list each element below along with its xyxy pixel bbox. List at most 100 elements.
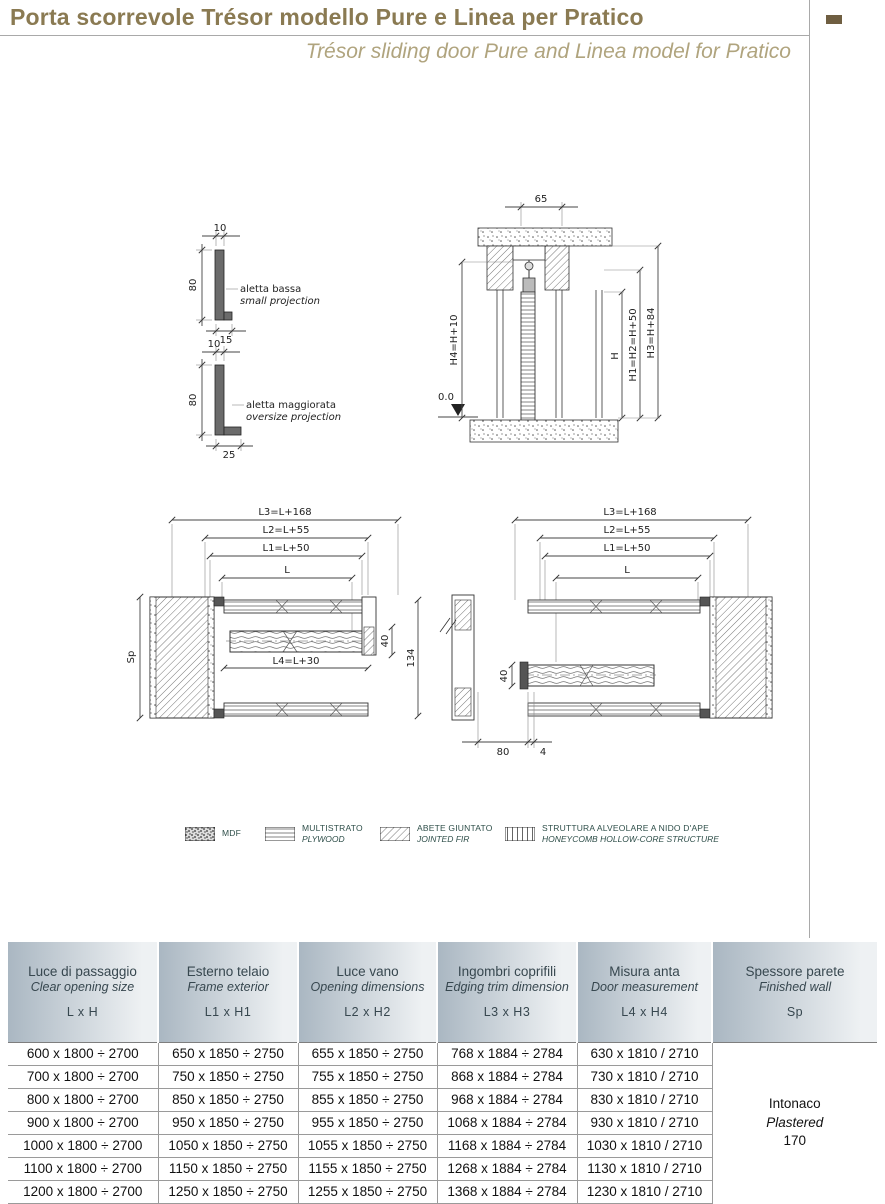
table-cell: 1268 x 1884 ÷ 2784 [436, 1157, 577, 1181]
table-cell: 650 x 1850 ÷ 2750 [157, 1041, 298, 1066]
table-header: Luce di passaggio Clear opening size L x… [8, 942, 877, 1042]
table-cell: 1230 x 1810 / 2710 [576, 1180, 712, 1204]
table-cell: 950 x 1850 ÷ 2750 [157, 1111, 298, 1135]
col-header-edging-trim: Ingombri coprifili Edging trim dimension… [436, 942, 577, 1042]
table-cell: 1250 x 1850 ÷ 2750 [157, 1180, 298, 1204]
legend-label-en: PLYWOOD [302, 834, 345, 844]
table-cell: 900 x 1800 ÷ 2700 [8, 1111, 158, 1135]
dim-label: L [284, 565, 290, 576]
col-title-en: Opening dimensions [310, 980, 425, 995]
table-cell: 855 x 1850 ÷ 2750 [297, 1088, 437, 1112]
table-cell: 1155 x 1850 ÷ 2750 [297, 1157, 437, 1181]
table-cell: 1030 x 1810 / 2710 [576, 1134, 712, 1158]
materials-legend: MDF MULTISTRATO PLYWOOD ABETE GIUNTATO J… [0, 818, 810, 854]
col-code: L x H [66, 1005, 99, 1020]
table-cell: 1200 x 1800 ÷ 2700 [8, 1180, 158, 1204]
legend-label-it: ABETE GIUNTATO [417, 822, 493, 833]
fir-swatch-icon [380, 827, 410, 841]
col-title-en: Door measurement [591, 980, 698, 995]
page-subtitle: Trésor sliding door Pure and Linea model… [305, 40, 791, 63]
col-header-frame-exterior: Esterno telaio Frame exterior L1 x H1 [157, 942, 298, 1042]
col-title-en: Finished wall [758, 980, 832, 995]
legend-item-honeycomb: STRUTTURA ALVEOLARE A NIDO D'APE HONEYCO… [505, 818, 719, 850]
level-marker-icon [451, 404, 465, 416]
vertical-rule [809, 0, 810, 938]
dim-label: L4=L+30 [273, 656, 320, 667]
dim-label: 10 [214, 223, 227, 234]
dim-label: 80 [497, 747, 510, 758]
dim-label: L3=L+168 [603, 507, 656, 518]
table-cell: 700 x 1800 ÷ 2700 [8, 1065, 158, 1089]
legend-label-en: HONEYCOMB HOLLOW-CORE STRUCTURE [542, 834, 719, 844]
dim-label: 40 [380, 635, 391, 648]
table-cell: 1130 x 1810 / 2710 [576, 1157, 712, 1181]
col-title-it: Spessore parete [745, 964, 845, 980]
dim-label: 134 [406, 648, 417, 667]
table-cell: 1255 x 1850 ÷ 2750 [297, 1180, 437, 1204]
legend-item-fir: ABETE GIUNTATO JOINTED FIR [380, 818, 493, 850]
legend-label-it: MULTISTRATO [302, 822, 363, 833]
dim-label: Sp [126, 651, 137, 664]
dim-label: H1=H2=H+50 [628, 308, 639, 381]
dim-label: 4 [540, 747, 546, 758]
dim-label: 25 [223, 450, 236, 461]
table-cell: 1168 x 1884 ÷ 2784 [436, 1134, 577, 1158]
table-cell: 1368 x 1884 ÷ 2784 [436, 1180, 577, 1204]
profile-oversize-drawing: 10 80 25 aletta maggiorata oversize proj… [188, 339, 341, 461]
table-cell: 1055 x 1850 ÷ 2750 [297, 1134, 437, 1158]
table-cell: 750 x 1850 ÷ 2750 [157, 1065, 298, 1089]
table-cell: 768 x 1884 ÷ 2784 [436, 1041, 577, 1066]
table-cell: 1100 x 1800 ÷ 2700 [8, 1157, 158, 1181]
wall-type-en: Plastered [766, 1114, 824, 1130]
dim-label: L2=L+55 [604, 525, 651, 536]
table-cell: 630 x 1810 / 2710 [576, 1041, 712, 1066]
table-cell: 930 x 1810 / 2710 [576, 1111, 712, 1135]
vertical-section-drawing: 65 0.0 H4=H+10 H [438, 194, 662, 443]
honeycomb-swatch-icon [505, 827, 535, 841]
table-cell: 1050 x 1850 ÷ 2750 [157, 1134, 298, 1158]
legend-label-en: JOINTED FIR [417, 834, 470, 844]
mdf-swatch-icon [185, 827, 215, 841]
col-header-clear-opening: Luce di passaggio Clear opening size L x… [8, 942, 158, 1042]
dim-label: 40 [499, 670, 510, 683]
col-code: L1 x H1 [204, 1005, 252, 1020]
legend-item-mdf: MDF [185, 818, 241, 850]
col-title-it: Luce di passaggio [28, 964, 137, 980]
col-title-it: Misura anta [609, 964, 680, 980]
profile-oversize-label-it: aletta maggiorata [246, 400, 336, 411]
col-title-it: Ingombri coprifili [457, 964, 557, 980]
technical-drawings: 10 80 15 aletta bassa small projection 1… [126, 194, 773, 758]
dim-label: L1=L+50 [604, 543, 651, 554]
col-header-door-measurement: Misura anta Door measurement L4 x H4 [576, 942, 712, 1042]
legend-label-it: MDF [222, 828, 242, 839]
table-cell: 730 x 1810 / 2710 [576, 1065, 712, 1089]
col-title-it: Esterno telaio [186, 964, 270, 980]
col-title-en: Edging trim dimension [445, 980, 569, 995]
dim-label: 15 [220, 335, 233, 346]
dim-label: L3=L+168 [258, 507, 311, 518]
table-cell: 600 x 1800 ÷ 2700 [8, 1041, 158, 1066]
table-cell: 800 x 1800 ÷ 2700 [8, 1088, 158, 1112]
table-cell: 755 x 1850 ÷ 2750 [297, 1065, 437, 1089]
dim-label: 80 [188, 394, 199, 407]
dim-label: L1=L+50 [263, 543, 310, 554]
table-cell: 1068 x 1884 ÷ 2784 [436, 1111, 577, 1135]
dim-label: L2=L+55 [263, 525, 310, 536]
col-code: Sp [786, 1005, 804, 1020]
floor-level-label: 0.0 [438, 392, 454, 403]
header-divider [0, 35, 809, 36]
dim-label: H4=H+10 [449, 315, 460, 366]
col-header-finished-wall: Spessore parete Finished wall Sp [711, 942, 877, 1042]
plan-section-right: L3=L+168 L2=L+55 L1=L+50 L 40 [439, 507, 773, 758]
dim-label: H [610, 352, 621, 360]
